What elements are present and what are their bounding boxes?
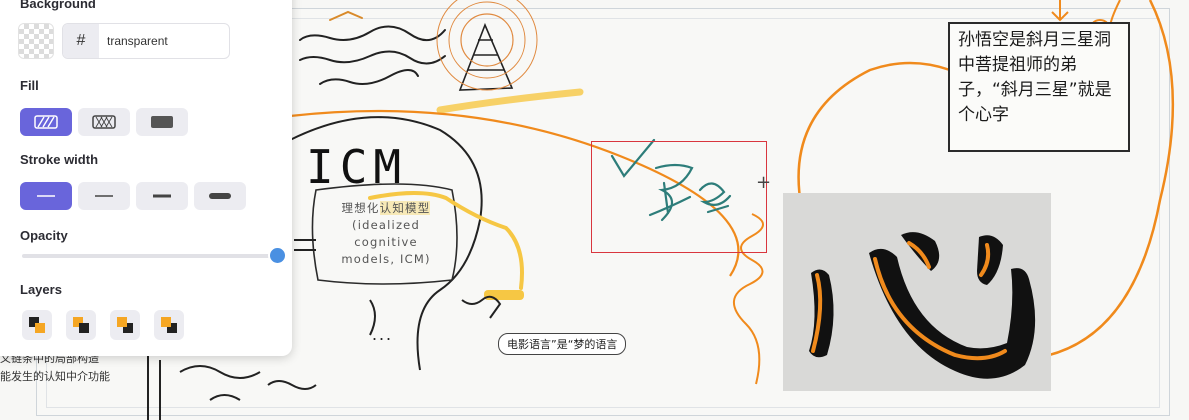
opacity-label: Opacity: [20, 228, 68, 243]
stroke-rounded-icon: [209, 193, 231, 199]
icm-title[interactable]: ICM: [306, 140, 408, 194]
calligraphy-image[interactable]: [783, 193, 1051, 391]
icm-caption-line4: models, ICM): [341, 252, 431, 266]
calligraphy-drawing: [809, 232, 1036, 379]
hash-symbol: #: [63, 24, 99, 58]
pyramid-sketch: [436, 0, 538, 91]
background-color-field[interactable]: #: [62, 23, 230, 59]
stroke-extra-bold-button[interactable]: [136, 182, 188, 210]
bring-forward-icon: [117, 317, 133, 333]
icm-caption-line1: 理想化认知模型: [341, 201, 431, 215]
background-color-input[interactable]: [99, 24, 229, 58]
squiggle: [733, 213, 764, 385]
fill-label: Fill: [20, 78, 39, 93]
opacity-slider-track[interactable]: [22, 254, 278, 258]
stroke-bold-button[interactable]: [78, 182, 130, 210]
layers-label: Layers: [20, 282, 62, 297]
icm-yellow-bracket: [368, 191, 524, 290]
hachure-fill-icon: [34, 115, 58, 129]
send-to-back-button[interactable]: [22, 310, 52, 340]
fill-cross-hatch-button[interactable]: [78, 108, 130, 136]
stroke-bold-icon: [95, 195, 113, 197]
top-handwriting: [299, 10, 446, 85]
send-to-back-icon: [29, 317, 45, 333]
right-long-arrow: [1009, 0, 1175, 362]
stroke-thin-icon: [37, 195, 55, 197]
send-backward-icon: [73, 317, 89, 333]
fill-solid-button[interactable]: [136, 108, 188, 136]
highlight-stroke: [436, 88, 584, 114]
bring-to-front-button[interactable]: [154, 310, 184, 340]
opacity-slider-thumb[interactable]: [270, 248, 285, 263]
head-outline: [289, 116, 483, 371]
ellipsis-text[interactable]: ...: [372, 324, 394, 344]
stroke-thin-button[interactable]: [20, 182, 72, 210]
icm-caption-line3: cognitive: [354, 235, 418, 249]
solid-fill-icon: [151, 116, 173, 128]
transparent-swatch[interactable]: [18, 23, 54, 59]
note-top-arrow: [1051, 0, 1069, 22]
icm-frame: [311, 183, 458, 285]
stroke-rounded-button[interactable]: [194, 182, 246, 210]
crosshair-cursor-icon: +: [756, 172, 772, 193]
icm-caption[interactable]: 理想化认知模型 (idealized cognitive models, ICM…: [322, 200, 450, 268]
note-textbox[interactable]: 孙悟空是斜月三星洞中菩提祖师的弟子，“斜月三星”就是个心字: [948, 22, 1130, 152]
send-backward-button[interactable]: [66, 310, 96, 340]
bottom-handwriting: [147, 350, 317, 420]
background-label: Background: [20, 0, 96, 11]
properties-panel: Background # Fill Stroke width Opacity L…: [0, 0, 292, 356]
bring-to-front-icon: [161, 317, 177, 333]
right-arrow-note: [797, 61, 951, 241]
side-note-line2: 能发生的认知中介功能: [0, 370, 110, 383]
icm-caption-line2: (idealized: [352, 218, 420, 232]
stroke-width-label: Stroke width: [20, 152, 99, 167]
selection-box[interactable]: [591, 141, 767, 253]
stroke-extra-bold-icon: [153, 194, 171, 198]
fill-hachure-button[interactable]: [20, 108, 72, 136]
film-language-label[interactable]: 电影语言”是“梦的语言: [498, 333, 627, 355]
bring-forward-button[interactable]: [110, 310, 140, 340]
top-arrow: [289, 109, 740, 277]
cross-hatch-fill-icon: [92, 115, 116, 129]
green-handwriting: [610, 138, 732, 222]
